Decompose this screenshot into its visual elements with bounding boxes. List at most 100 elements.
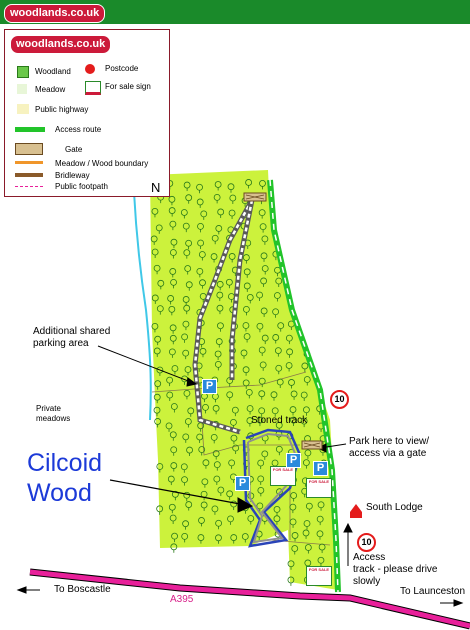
tree-icon: [243, 282, 251, 292]
tree-icon: [169, 431, 177, 441]
tree-icon: [304, 449, 312, 459]
tree-icon: [228, 209, 236, 219]
tree-icon: [302, 529, 310, 539]
parking-icon[interactable]: P: [286, 453, 301, 468]
tree-icon: [291, 545, 299, 555]
tree-icon: [230, 434, 238, 445]
tree-icon: [246, 417, 254, 427]
tree-icon: [171, 365, 179, 375]
north-arrow-label: N: [151, 180, 161, 195]
for-sale-sign: FOR SALE: [270, 466, 296, 486]
tree-icon: [316, 530, 324, 540]
tree-icon: [170, 462, 178, 472]
tree-icon: [271, 407, 279, 417]
tree-icon: [170, 403, 178, 413]
tree-icon: [290, 492, 298, 502]
tree-icon: [256, 322, 264, 333]
south-lodge-marker: [350, 504, 362, 518]
wood-name: Cilcoid Wood: [27, 448, 102, 508]
tree-icon: [169, 268, 177, 278]
tree-icon: [260, 307, 268, 317]
stoned-track-outline: [242, 428, 302, 548]
tree-icon: [261, 265, 269, 275]
tree-icon: [317, 501, 325, 511]
legend-postcode: Postcode: [105, 64, 139, 73]
wood-name-line1: Cilcoid: [27, 449, 103, 477]
tree-icon: [215, 519, 223, 530]
tree-icon: [168, 195, 176, 206]
boundary-legend-icon: [15, 161, 43, 164]
tree-icon: [290, 416, 297, 427]
tree-icon: [155, 224, 163, 234]
tree-icon: [151, 207, 159, 218]
tree-icon: [231, 406, 239, 417]
tree-icon: [243, 268, 251, 278]
tree-icon: [214, 350, 222, 360]
tree-icon: [228, 253, 236, 263]
tree-icon: [183, 304, 191, 315]
parking-icon[interactable]: P: [235, 476, 250, 491]
tree-icon: [156, 305, 164, 315]
postcode-dot-icon: [85, 64, 95, 74]
tree-icon: [300, 417, 308, 428]
tree-icon: [214, 360, 222, 371]
tree-icon: [171, 490, 179, 501]
speed-limit-sign: 10: [330, 390, 349, 409]
tree-icon: [168, 503, 176, 514]
tree-icon: [216, 304, 224, 315]
tree-icon: [257, 486, 265, 497]
tree-icon: [180, 209, 188, 219]
tree-icon: [200, 210, 208, 220]
parking-icon[interactable]: P: [313, 461, 328, 476]
tree-icon: [156, 366, 164, 376]
tree-icon: [289, 406, 297, 416]
tree-icon: [151, 248, 159, 259]
tree-icon: [166, 376, 174, 387]
tree-icon: [181, 476, 188, 486]
tree-icon: [210, 253, 218, 263]
tree-icon: [215, 534, 222, 544]
stream: [133, 191, 152, 421]
tree-icon: [227, 515, 234, 525]
tree-icon: [275, 364, 283, 375]
road-a395: [29, 568, 470, 630]
tree-icon: [169, 514, 177, 525]
tree-icon: [258, 390, 266, 400]
tree-icon: [156, 463, 164, 473]
tree-icon: [182, 520, 189, 530]
legend-footpath: Public footpath: [55, 182, 108, 191]
tree-icon: [259, 361, 267, 371]
tree-icon: [240, 349, 248, 359]
tree-icon: [200, 501, 208, 511]
tree-icon: [184, 265, 192, 275]
tree-icon: [217, 322, 224, 332]
tree-icon: [259, 223, 267, 233]
footpath-legend-icon: [15, 186, 43, 187]
tree-icon: [273, 506, 281, 516]
tree-icon: [245, 179, 253, 189]
tree-icon: [197, 239, 205, 249]
tree-icon: [202, 459, 210, 469]
tree-icon: [273, 515, 281, 525]
tree-icon: [168, 305, 176, 316]
tree-icon: [154, 335, 162, 346]
tree-icon: [261, 334, 269, 345]
tree-icon: [302, 459, 310, 469]
parking-icon[interactable]: P: [202, 379, 217, 394]
tree-icon: [289, 503, 297, 514]
tree-icon: [247, 515, 255, 525]
tree-icon: [181, 532, 189, 543]
tree-icon: [180, 463, 188, 473]
brand-logo[interactable]: woodlands.co.uk: [4, 4, 106, 23]
tree-icon: [258, 377, 266, 388]
tree-icon: [226, 391, 234, 401]
tree-icon: [303, 520, 311, 530]
tree-icon: [285, 334, 293, 345]
tree-icon: [182, 320, 190, 331]
tree-icon: [242, 366, 250, 376]
meadow-legend-icon: [17, 84, 27, 94]
tree-icon: [214, 181, 222, 191]
legend-for-sale: For sale sign: [105, 82, 151, 91]
tree-icon: [301, 362, 309, 372]
tree-icon: [157, 279, 165, 290]
